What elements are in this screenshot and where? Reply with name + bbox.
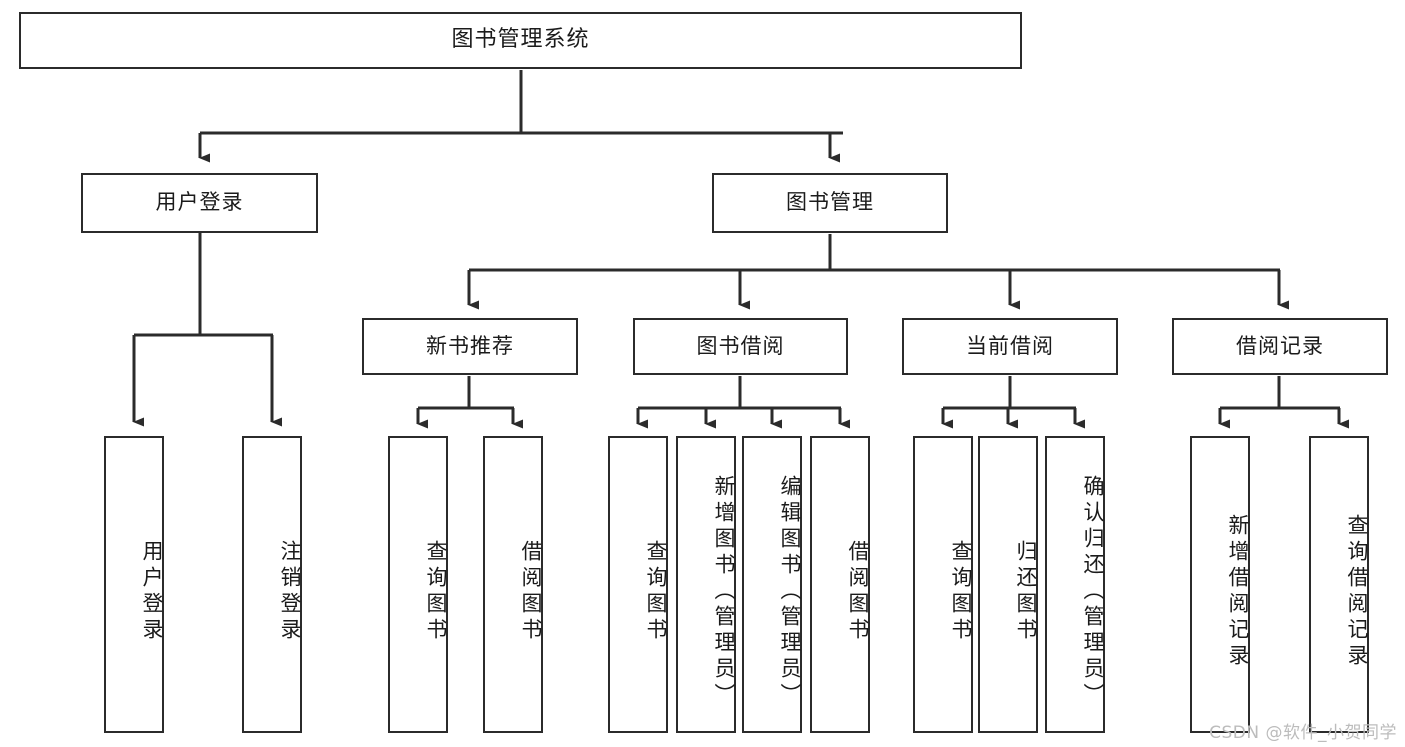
node-leaf-query-book-3-label: 查询图书 xyxy=(949,539,973,644)
node-leaf-query-book-3[interactable]: 查询图书 xyxy=(913,436,973,733)
node-leaf-return-book-label: 归还图书 xyxy=(1014,539,1038,644)
node-root-label: 图书管理系统 xyxy=(451,27,590,53)
node-leaf-query-book-1[interactable]: 查询图书 xyxy=(388,436,448,733)
node-book-manage-label: 图书管理 xyxy=(786,190,874,215)
node-book-manage[interactable]: 图书管理 xyxy=(712,173,948,233)
node-book-borrow[interactable]: 图书借阅 xyxy=(633,318,848,375)
node-borrow-record-label: 借阅记录 xyxy=(1236,333,1324,358)
node-leaf-return-book[interactable]: 归还图书 xyxy=(978,436,1038,733)
node-leaf-borrow-book-1[interactable]: 借阅图书 xyxy=(483,436,543,733)
node-leaf-logout[interactable]: 注销登录 xyxy=(242,436,302,733)
node-borrow-record[interactable]: 借阅记录 xyxy=(1172,318,1388,375)
node-current-borrow-label: 当前借阅 xyxy=(966,333,1054,358)
node-leaf-user-login-label: 用户登录 xyxy=(140,539,164,644)
watermark: CSDN @软件_小贺同学 xyxy=(1209,723,1397,743)
node-leaf-add-record-label: 新增借阅记录 xyxy=(1226,513,1250,670)
node-leaf-user-login[interactable]: 用户登录 xyxy=(104,436,164,733)
node-book-borrow-label: 图书借阅 xyxy=(696,333,785,358)
node-leaf-query-record[interactable]: 查询借阅记录 xyxy=(1309,436,1369,733)
node-leaf-query-book-2-label: 查询图书 xyxy=(644,539,668,644)
node-leaf-borrow-book-2-label: 借阅图书 xyxy=(846,539,870,644)
node-leaf-add-book-label: 新增图书（管理员） xyxy=(712,474,736,709)
node-leaf-add-record[interactable]: 新增借阅记录 xyxy=(1190,436,1250,733)
node-user-login-label: 用户登录 xyxy=(155,190,244,215)
node-leaf-confirm-return[interactable]: 确认归还（管理员） xyxy=(1045,436,1105,733)
node-leaf-logout-label: 注销登录 xyxy=(278,539,302,644)
node-leaf-confirm-return-label: 确认归还（管理员） xyxy=(1081,474,1105,709)
node-user-login[interactable]: 用户登录 xyxy=(81,173,318,233)
node-root[interactable]: 图书管理系统 xyxy=(19,12,1022,69)
node-new-book-rec[interactable]: 新书推荐 xyxy=(362,318,578,375)
node-leaf-query-book-2[interactable]: 查询图书 xyxy=(608,436,668,733)
node-leaf-query-record-label: 查询借阅记录 xyxy=(1345,513,1369,670)
node-leaf-borrow-book-2[interactable]: 借阅图书 xyxy=(810,436,870,733)
node-leaf-edit-book[interactable]: 编辑图书（管理员） xyxy=(742,436,802,733)
node-leaf-query-book-1-label: 查询图书 xyxy=(424,539,448,644)
node-leaf-borrow-book-1-label: 借阅图书 xyxy=(519,539,543,644)
node-leaf-add-book[interactable]: 新增图书（管理员） xyxy=(676,436,736,733)
node-leaf-edit-book-label: 编辑图书（管理员） xyxy=(778,474,802,709)
node-new-book-rec-label: 新书推荐 xyxy=(426,333,514,358)
node-current-borrow[interactable]: 当前借阅 xyxy=(902,318,1118,375)
